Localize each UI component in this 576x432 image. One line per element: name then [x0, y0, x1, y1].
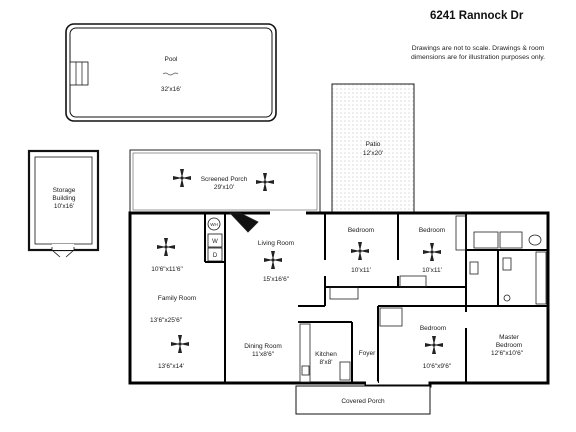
- kitchen-counters: [299, 323, 351, 383]
- bedroom-2-label: Bedroom: [419, 227, 445, 234]
- bathroom-fixtures: [469, 231, 547, 305]
- pool-steps: [69, 61, 89, 86]
- covered-porch: Covered Porch: [295, 385, 431, 415]
- bedroom-3-label: Bedroom: [420, 325, 446, 332]
- ceiling-fan-icon: [423, 243, 441, 261]
- water-heater-label: WH: [210, 222, 218, 227]
- closets: [229, 212, 467, 327]
- storage-building: Storage Building 10'x16': [27, 149, 100, 258]
- storage-label-2: Building: [52, 195, 76, 202]
- patio-dimensions: 12'x20': [363, 150, 383, 157]
- bedroom-2-dimensions: 10'x11': [422, 267, 442, 274]
- bedroom-3-dimensions: 10'6"x9'6": [423, 363, 452, 370]
- family-upper-dimensions: 10'6"x11'6": [151, 266, 183, 273]
- disclaimer-line-2: dimensions are for illustration purposes…: [411, 54, 545, 61]
- ceiling-fan-icon: [171, 335, 189, 353]
- screened-porch-label: Screened Porch: [201, 176, 248, 183]
- family-room-dimensions: 13'6"x25'6": [150, 317, 183, 324]
- pool-dimensions: 32'x16': [161, 86, 181, 93]
- dryer-label: D: [213, 253, 218, 259]
- pool-label: Pool: [164, 56, 178, 63]
- washer-label: W: [212, 239, 218, 245]
- master-bedroom-dimensions: 12'6"x10'6": [491, 350, 524, 357]
- laundry: WH W D: [207, 217, 223, 262]
- ceiling-fan-icon: [425, 336, 443, 354]
- bedroom-1-dimensions: 10'x11': [351, 267, 371, 274]
- ceiling-fan-icon: [264, 251, 282, 269]
- patio: Patio 12'x20': [331, 83, 415, 214]
- disclaimer: Drawings are not to scale. Drawings & ro…: [398, 44, 558, 62]
- storage-dimensions: 10'x16': [54, 203, 74, 210]
- screened-porch-dimensions: 29'x10': [214, 184, 234, 191]
- living-room-dimensions: 15'x16'6": [263, 276, 290, 283]
- water-wave-icon: [162, 72, 179, 76]
- screened-porch: Screened Porch 29'x10': [129, 149, 321, 214]
- ceiling-fan-icons: [157, 169, 443, 354]
- dining-room-label: Dining Room: [244, 343, 282, 350]
- disclaimer-line-1: Drawings are not to scale. Drawings & ro…: [411, 45, 545, 52]
- bedroom-1-label: Bedroom: [348, 227, 374, 234]
- master-bedroom-label-1: Master: [499, 334, 520, 341]
- patio-label: Patio: [366, 141, 381, 148]
- dining-room-dimensions: 11'x8'6": [252, 351, 275, 358]
- ceiling-fan-icon: [351, 242, 369, 260]
- property-address: 6241 Rannock Dr: [430, 10, 524, 22]
- covered-porch-label: Covered Porch: [341, 398, 385, 405]
- master-bedroom-label-2: Bedroom: [496, 342, 522, 349]
- kitchen-dimensions: 8'x8': [320, 359, 333, 366]
- ceiling-fan-icon: [157, 238, 175, 256]
- storage-door: [51, 247, 75, 258]
- family-lower-dimensions: 13'6"x14': [158, 363, 184, 370]
- ceiling-fan-icon: [256, 173, 274, 191]
- foyer-label: Foyer: [359, 350, 376, 357]
- storage-label-1: Storage: [53, 187, 76, 194]
- family-room-label: Family Room: [158, 295, 196, 302]
- pool: Pool 32'x16': [65, 23, 277, 122]
- living-room-label: Living Room: [258, 240, 294, 247]
- ceiling-fan-icon: [173, 169, 191, 187]
- kitchen-label: Kitchen: [315, 351, 337, 358]
